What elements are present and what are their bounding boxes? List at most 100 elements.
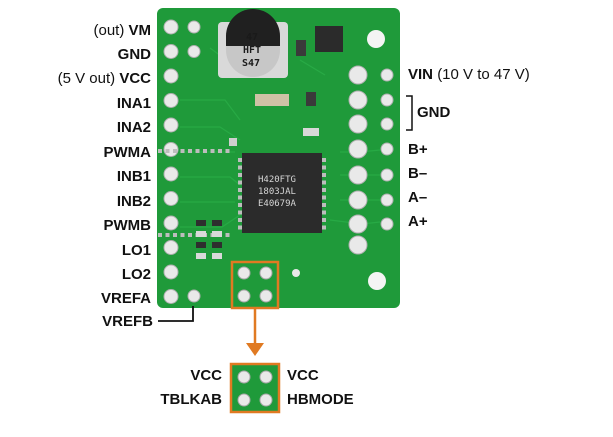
left-pin-label-inb2: INB2: [117, 193, 151, 211]
chip-pin: [238, 173, 242, 177]
power-pad-small: [380, 93, 394, 107]
smd-part: [306, 92, 316, 106]
chip-pin: [238, 195, 242, 200]
left-pad: [163, 215, 179, 231]
jumper-label-vcc-right: VCC: [287, 367, 319, 384]
left-pad: [163, 240, 179, 255]
vin-name: VIN: [408, 66, 434, 83]
chip-pin: [238, 158, 242, 162]
power-pad: [348, 139, 368, 159]
left-pin-name: INB2: [116, 193, 151, 210]
left-pin-label-gnd: GND: [118, 46, 151, 64]
chip-pin: [203, 149, 207, 153]
chip-pin: [322, 210, 326, 215]
mount-hole: [368, 272, 386, 290]
zoomed-jumper: [229, 362, 281, 414]
output-label-a-minus: A–: [408, 189, 428, 206]
output-label-b-plus: B+: [408, 141, 428, 158]
gnd-right-label: GND: [417, 104, 451, 121]
chip-pin: [225, 149, 230, 153]
power-pad-small: [380, 217, 394, 231]
chip-pin: [322, 188, 326, 192]
chip-pin: [173, 233, 177, 237]
left-pad: [163, 44, 179, 59]
power-pad-small: [380, 68, 394, 82]
chip-pin: [165, 149, 170, 153]
output-label-b-minus: B–: [408, 165, 428, 182]
chip-pin: [218, 149, 222, 153]
vrefb-leader: [158, 306, 194, 322]
chip-pin: [195, 149, 200, 153]
left-pin-name: INA1: [116, 95, 151, 112]
chip-pin: [322, 218, 326, 222]
chip-label-1: H420FTG: [258, 175, 296, 185]
capacitor-label-1: 47: [246, 32, 258, 43]
inner-pad: [187, 45, 201, 58]
electrolytic-capacitor: 47 HFT S47: [218, 9, 288, 78]
smd-part: [212, 242, 222, 248]
chip-pin: [238, 225, 242, 230]
output-label-a-plus: A+: [408, 213, 428, 230]
chip-pin: [188, 149, 192, 153]
chip-pin: [173, 149, 177, 153]
smd-part: [196, 242, 206, 248]
chip-pin: [322, 203, 326, 207]
power-pad-small: [380, 168, 394, 182]
left-pad: [163, 117, 179, 133]
left-pin-name: LO1: [121, 242, 151, 259]
left-pin-name: PWMB: [103, 217, 152, 234]
chip-pin: [210, 149, 215, 153]
left-pin-label-vm: (out) VM: [93, 22, 151, 40]
smd-resistor: [255, 94, 289, 106]
power-pad: [348, 190, 368, 210]
chip-pin: [165, 233, 170, 237]
smd-part: [212, 253, 222, 259]
chip-pin: [322, 173, 326, 177]
small-ic: [315, 26, 343, 52]
gnd-bracket: [406, 95, 413, 131]
chip-pin: [238, 165, 242, 170]
right-pin-header: [348, 65, 394, 255]
left-pin-label-lo1: LO1: [122, 242, 151, 260]
chip-pin: [238, 188, 242, 192]
zoom-arrow: [246, 308, 264, 356]
chip-pin: [322, 165, 326, 170]
chip-pin: [238, 203, 242, 207]
smd-array: [196, 220, 222, 259]
smd-part: [303, 128, 319, 136]
left-pad: [163, 166, 179, 182]
power-pad: [348, 165, 368, 185]
left-pin-label-ina2: INA2: [117, 119, 151, 137]
smd-part: [196, 231, 206, 237]
left-pad: [163, 93, 179, 108]
chip-pin: [322, 158, 326, 162]
left-pin-name: GND: [117, 46, 151, 63]
chip-pin: [322, 195, 326, 200]
left-pin-name: VREFB: [102, 313, 153, 330]
left-pin-label-ina1: INA1: [117, 95, 151, 113]
left-pin-name: VM: [128, 22, 152, 39]
power-pad-small: [380, 142, 394, 156]
left-pin-header: [163, 19, 201, 304]
chip-pin: [180, 233, 185, 237]
left-pin-prefix: (5 V out): [57, 70, 116, 87]
left-pin-label-vrefa: VREFA: [101, 290, 151, 308]
chip-label-2: 1803JAL: [258, 187, 296, 197]
chip-pin: [188, 233, 192, 237]
left-pin-name: INA2: [116, 119, 151, 136]
left-pin-label-lo2: LO2: [122, 266, 151, 284]
mount-hole: [367, 30, 385, 48]
jumper-label-tblkab: TBLKAB: [160, 391, 222, 408]
smd-part: [212, 220, 222, 226]
chip-pin: [158, 149, 162, 153]
left-pin-name: PWMA: [103, 144, 152, 161]
left-pin-label-vrefb: VREFB: [102, 313, 153, 331]
chip-pin: [158, 233, 162, 237]
pad: [292, 269, 300, 277]
driver-ic: H420FTG 1803JAL E40679A: [158, 149, 326, 237]
power-pad: [348, 114, 368, 134]
chip-pin: [322, 180, 326, 185]
left-pad: [163, 264, 179, 280]
smd-part: [212, 231, 222, 237]
capacitor-label-3: S47: [242, 58, 260, 69]
